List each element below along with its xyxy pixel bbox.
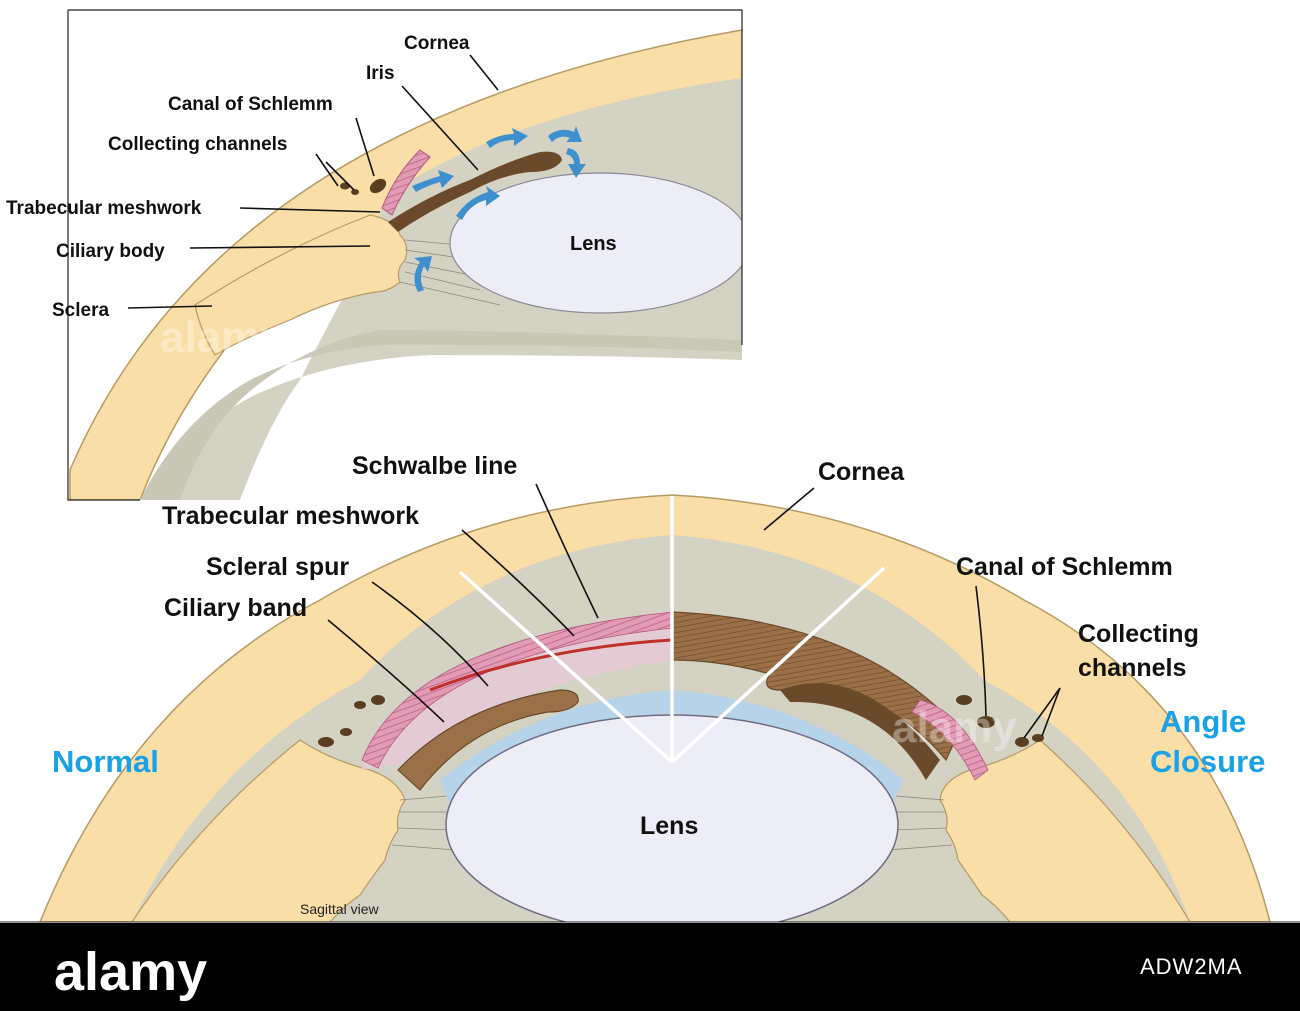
inset-label-canal-of-schlemm: Canal of Schlemm	[168, 94, 333, 115]
main-label-canal-of-schlemm: Canal of Schlemm	[956, 553, 1173, 581]
main-label-collecting-line2: channels	[1078, 654, 1186, 682]
main-label-lens: Lens	[640, 812, 698, 840]
inset-label-ciliary-body: Ciliary body	[56, 241, 165, 262]
inset-trabecular-meshwork	[381, 149, 431, 216]
main-watermark: alamy	[892, 703, 1017, 752]
inset-aqueous-flow-arrows	[412, 126, 586, 292]
main-ciliary-body-right	[939, 739, 1191, 922]
main-caption-sagittal-view: Sagittal view	[300, 901, 379, 917]
main-label-angle: Angle	[1160, 704, 1246, 739]
footer-bar: alamy ADW2MA	[0, 923, 1300, 1011]
inset-ciliary-body	[194, 214, 408, 356]
footer-brand-logo: alamy	[54, 942, 207, 1002]
main-panel: alamy Schwalbe line Cornea Trabecular me…	[0, 452, 1300, 923]
main-trabecular-meshwork-right	[911, 699, 989, 781]
main-iris-left	[397, 689, 579, 791]
main-label-scleral-spur: Scleral spur	[206, 553, 349, 581]
inset-leader-lines	[127, 54, 499, 309]
inset-watermark: alamy	[160, 313, 285, 362]
main-leader-lines	[327, 483, 1061, 739]
inset-label-collecting-channels: Collecting channels	[108, 134, 287, 155]
inset-label-iris: Iris	[366, 63, 395, 84]
inset-collecting-channel	[351, 189, 359, 195]
main-posterior-chamber	[440, 690, 904, 830]
main-label-trabecular-meshwork: Trabecular meshwork	[162, 502, 419, 530]
inset-frame	[68, 9, 743, 345]
main-ciliary-body-left	[131, 739, 406, 922]
main-label-collecting-line1: Collecting	[1078, 620, 1199, 648]
main-collecting-channels	[318, 695, 1044, 747]
footer-image-id: ADW2MA	[1140, 954, 1243, 979]
inset-panel: alamy Cornea Iris Canal of Schlemm Colle…	[6, 9, 743, 501]
main-view-rays	[458, 496, 886, 764]
main-label-ciliary-band: Ciliary band	[164, 594, 307, 622]
inset-lens	[449, 172, 742, 314]
main-label-schwalbe-line: Schwalbe line	[352, 452, 517, 480]
inset-label-trabecular-meshwork: Trabecular meshwork	[6, 198, 202, 219]
main-label-normal: Normal	[52, 744, 159, 779]
inset-label-sclera: Sclera	[52, 300, 109, 321]
inset-label-cornea: Cornea	[404, 33, 470, 54]
inset-iris	[388, 151, 562, 232]
inset-canal-of-schlemm	[369, 178, 387, 194]
inset-label-lens: Lens	[570, 233, 617, 255]
main-label-closure-text: Closure	[1150, 744, 1265, 779]
main-normal-angle-band	[360, 610, 672, 770]
main-label-cornea: Cornea	[818, 458, 905, 486]
